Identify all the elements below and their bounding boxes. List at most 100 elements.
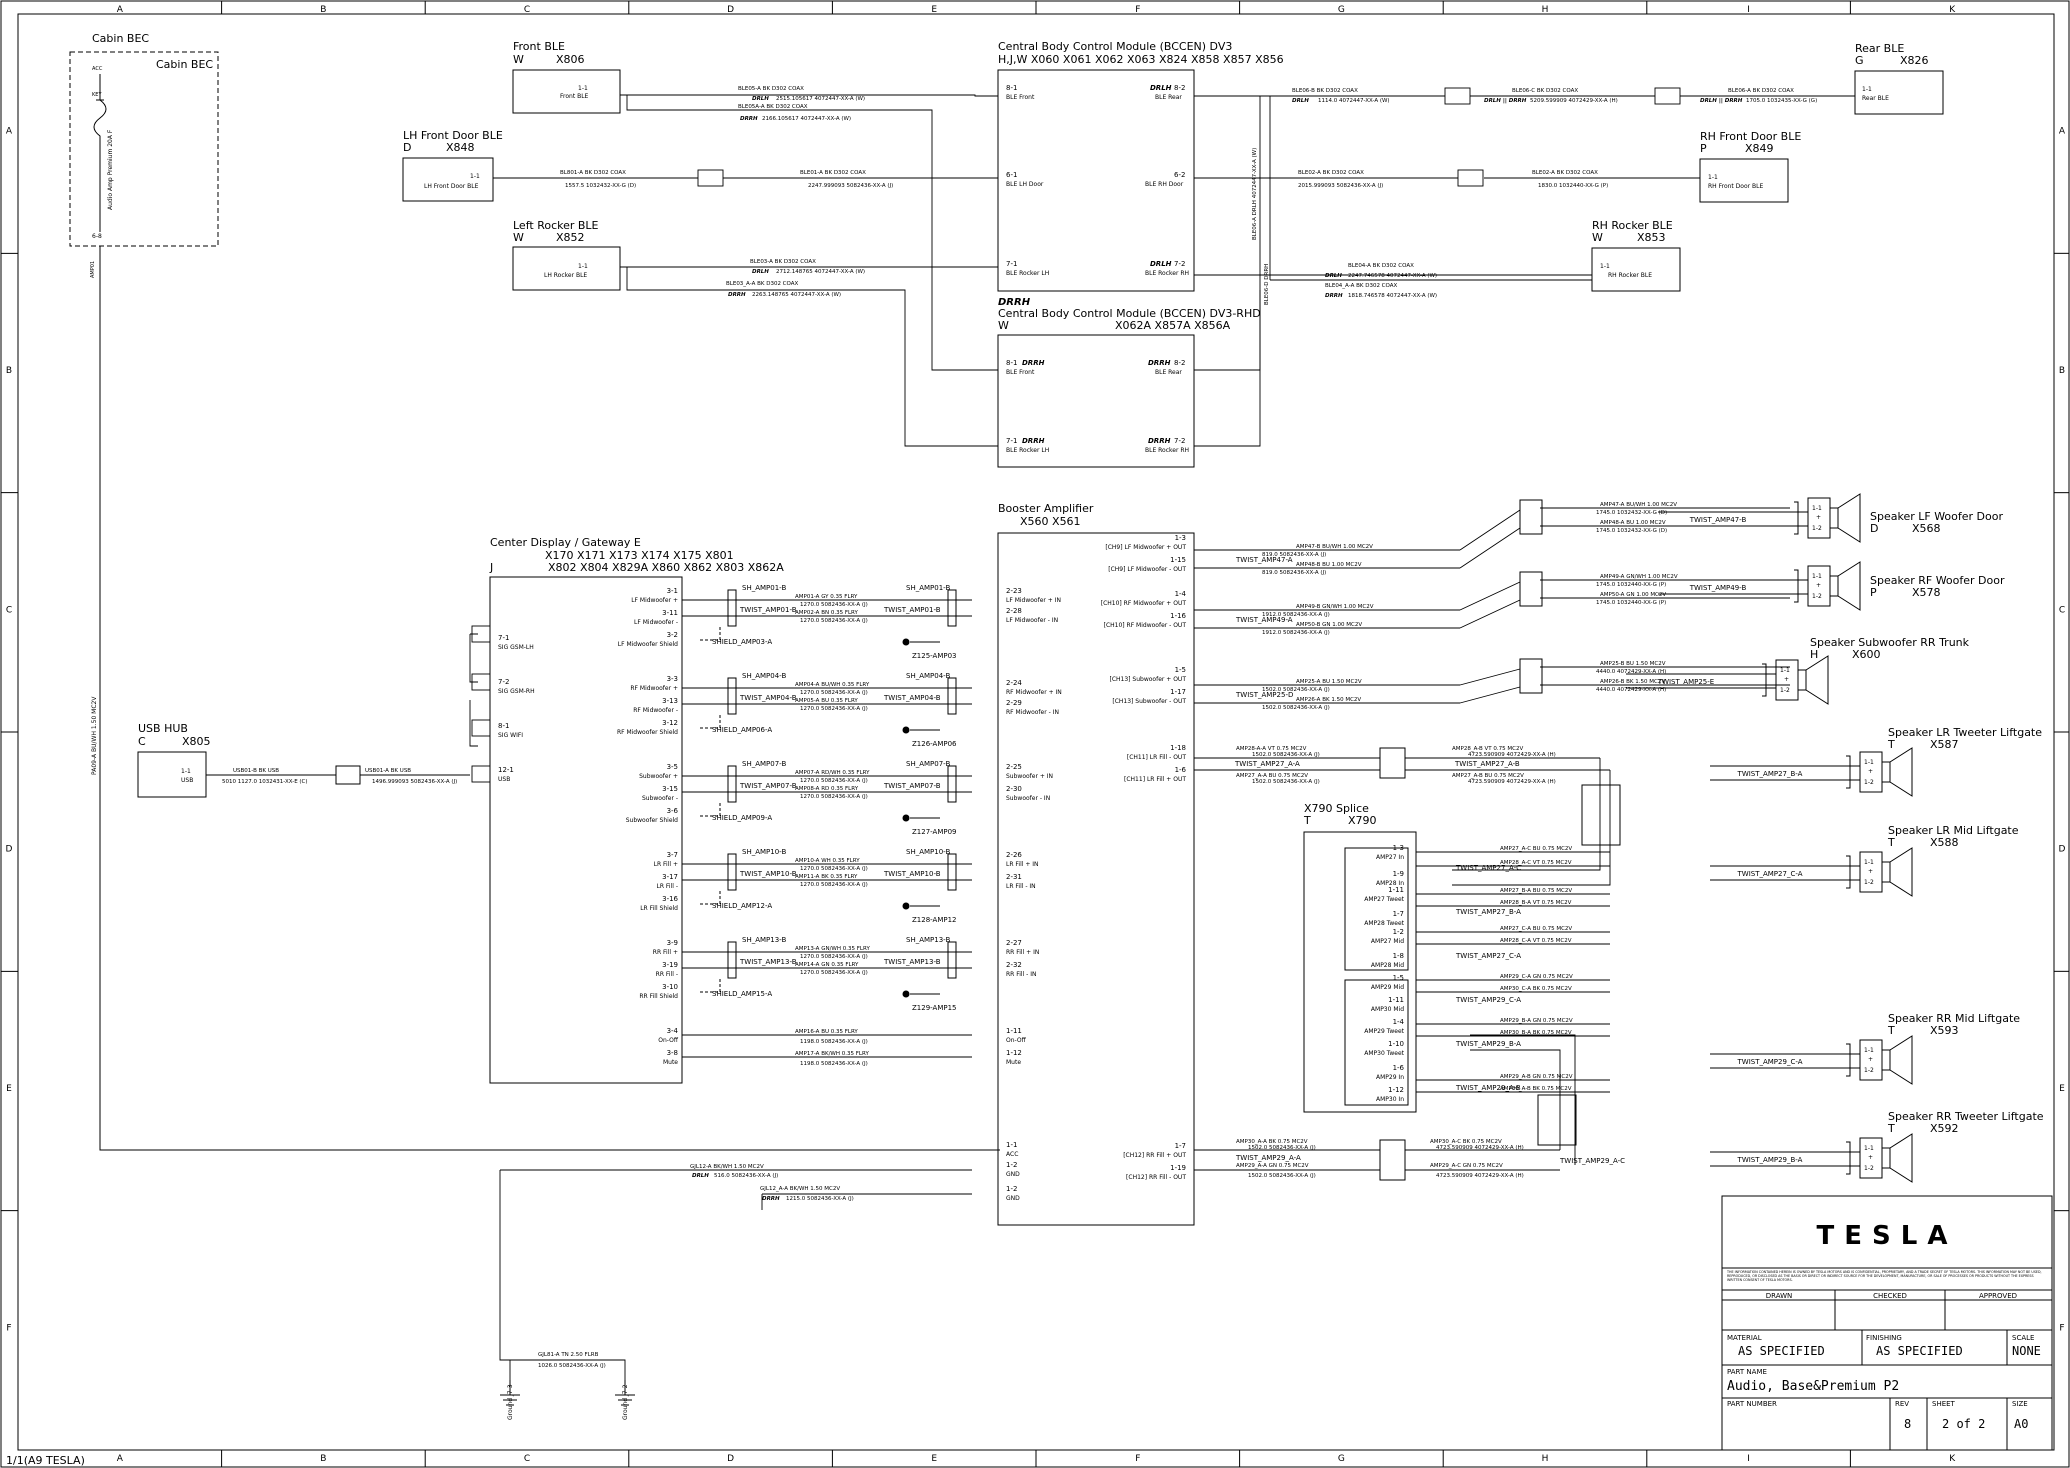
splice-pin: 1-2 xyxy=(1393,928,1404,936)
center-display-pin-label: USB xyxy=(498,776,510,783)
booster-pin-label: LF Midwoofer - IN xyxy=(1006,617,1058,624)
twist-wire-label: AMP05-A BU 0.35 FLRY xyxy=(795,698,858,704)
ble-wire-tag: DRLH xyxy=(752,96,769,102)
rr-fill-wire: AMP30_A-A BK 0.75 MC2V xyxy=(1236,1139,1308,1145)
splice-wire: AMP27_A-C BU 0.75 MC2V xyxy=(1500,846,1572,852)
booster-pin: 1-3 xyxy=(1175,534,1186,542)
booster-pin-label: [CH9] LF Midwoofer - OUT xyxy=(1108,566,1186,573)
rh-front-door-ble-pin-label: RH Front Door BLE xyxy=(1708,183,1763,190)
usb-hub-code: C xyxy=(138,735,146,748)
twist-label: TWIST_AMP13-B xyxy=(739,958,797,966)
material-label: MATERIAL xyxy=(1727,1334,1762,1342)
splice-twist: TWIST_AMP29_C-A xyxy=(1455,996,1521,1004)
bccen-pin: 6-2 xyxy=(1174,171,1185,179)
booster-pin: 1-2 xyxy=(1006,1185,1017,1193)
twist-label: TWIST_AMP07-B xyxy=(883,782,941,790)
center-display-pin: 3-8 xyxy=(667,1049,678,1057)
splice-title: X790 Splice xyxy=(1304,802,1369,815)
finishing-value: AS SPECIFIED xyxy=(1876,1344,1963,1358)
bccen-pin: 8-1 xyxy=(1006,84,1017,92)
splice-wire: AMP29_A-B GN 0.75 MC2V xyxy=(1500,1074,1573,1080)
control-wires: AMP16-A BU 0.35 FLRY 1198.0 5082436-XX-A… xyxy=(682,1029,972,1067)
ble-wire-label: BLE05A-A BK D302 COAX xyxy=(738,104,808,110)
scale-label: SCALE xyxy=(2012,1334,2034,1342)
amp-out-wire: AMP50-B GN 1.00 MC2V xyxy=(1296,622,1362,628)
splice-pin: 1-7 xyxy=(1393,910,1404,918)
booster-pin: 2-32 xyxy=(1006,961,1022,969)
ble-wire-label: BLE04-A BK D302 COAX xyxy=(1348,263,1414,269)
usb-hub-conn: X805 xyxy=(182,735,211,748)
twist-shield-name: SHIELD_AMP03-A xyxy=(712,638,772,646)
rh-front-door-ble-title: RH Front Door BLE xyxy=(1700,130,1801,143)
grid-row-label: D xyxy=(2059,845,2066,855)
sheet-footer-id: 1/1(A9 TESLA) xyxy=(6,1454,85,1467)
booster-pin-label: GND xyxy=(1006,1171,1020,1178)
power-wire-tag: DRRH xyxy=(762,1196,780,1202)
ble-wire-label: BLE02-A BK D302 COAX xyxy=(1532,170,1598,176)
splice-wire: AMP30_A-B BK 0.75 MC2V xyxy=(1500,1086,1572,1092)
splice-dot xyxy=(902,902,910,910)
splice-pin: 1-8 xyxy=(1393,952,1404,960)
splice-pin: 1-11 xyxy=(1388,996,1404,1004)
speaker-conn: X568 xyxy=(1912,522,1941,535)
splice-dot xyxy=(902,814,910,822)
rear-ble-pin-label: Rear BLE xyxy=(1862,95,1889,102)
splice-twist: TWIST_AMP27_C-A xyxy=(1455,952,1521,960)
twist-wire-label: AMP07-A RD/WH 0.35 FLRY xyxy=(795,770,870,776)
speaker-pin-sign: + xyxy=(1868,1056,1873,1063)
lr-fill-wire: 1502.0 5082436-XX-A (J) xyxy=(1252,779,1320,785)
amp-out-wire: AMP48-B BU 1.00 MC2V xyxy=(1296,562,1362,568)
speaker-icon xyxy=(1882,1035,1913,1085)
splice-pin-label: AMP29 Mid xyxy=(1371,984,1404,991)
cabin-bec-pin-top2: KEY xyxy=(92,92,102,98)
center-display-pin-label: LF Midwoofer + xyxy=(631,597,678,604)
front-ble: Front BLE W X806 1-1 Front BLE xyxy=(512,40,621,114)
bccen-pin: 6-1 xyxy=(1006,171,1017,179)
booster-pin: 2-27 xyxy=(1006,939,1022,947)
ble-wire-label: 2015.999093 5082436-XX-A (J) xyxy=(1298,183,1383,189)
splice-pin: 1-5 xyxy=(1393,974,1404,982)
splice-name: Z126-AMP06 xyxy=(912,740,957,748)
lh-front-door-ble-title: LH Front Door BLE xyxy=(403,129,503,142)
amp-out-wire: 1745.0 1032432-XX-G (D) xyxy=(1596,510,1667,516)
speaker-pin: 1-2 xyxy=(1812,525,1822,532)
bccen-rhd-pin: 8-2 xyxy=(1174,359,1185,367)
center-display-pin: 3-7 xyxy=(667,851,678,859)
title-block xyxy=(1721,1195,2053,1451)
cabin-bec-pin-bottom: 6-8 xyxy=(92,233,102,240)
lr-fill-wire: 4723.590909 4072429-XX-A (H) xyxy=(1468,752,1556,758)
usb-wire-label: 1496.999093 5082436-XX-A (J) xyxy=(372,779,457,785)
rh-rocker-ble-conn: X853 xyxy=(1637,231,1666,244)
bccen-title: Central Body Control Module (BCCEN) DV3 xyxy=(998,40,1232,53)
rear-ble-title: Rear BLE xyxy=(1855,42,1904,55)
ble-wire-tag: DRRH xyxy=(1325,293,1343,299)
ground-label: Ground J7-3 xyxy=(507,1384,514,1420)
booster-pin-label: Mute xyxy=(1006,1059,1021,1066)
bccen-rhd-pin-tag: DRRH xyxy=(1148,437,1171,445)
splice-name: Z129-AMP15 xyxy=(912,1004,957,1012)
control-wire-label: 1198.0 5082436-XX-A (J) xyxy=(800,1039,868,1045)
ble-wire-label: 1818.746578 4072447-XX-A (W) xyxy=(1348,293,1437,299)
usb-hub-pin-label: USB xyxy=(181,777,193,784)
speaker-pin-sign: + xyxy=(1868,868,1873,875)
grid-col-label: I xyxy=(1747,1454,1750,1464)
front-ble-code: W xyxy=(513,53,524,66)
control-wire-label: AMP17-A BK/WH 0.35 FLRY xyxy=(795,1051,869,1057)
ble-wire-label: 2515.105617 4072447-XX-A (W) xyxy=(776,96,865,102)
bccen-rhd-pin: 7-1 xyxy=(1006,437,1017,445)
booster-pin: 1-18 xyxy=(1170,744,1186,752)
ble-connectors xyxy=(697,87,1681,187)
twist-wire-label: AMP10-A WH 0.35 FLRY xyxy=(795,858,860,864)
splice-pin-label: AMP28 Tweet xyxy=(1364,920,1404,927)
twist-shield-label: SH_AMP04-B xyxy=(906,672,950,680)
splice-dot xyxy=(902,726,910,734)
amp-out-wire: 4440.0 4072429-XX-A (H) xyxy=(1596,687,1666,693)
